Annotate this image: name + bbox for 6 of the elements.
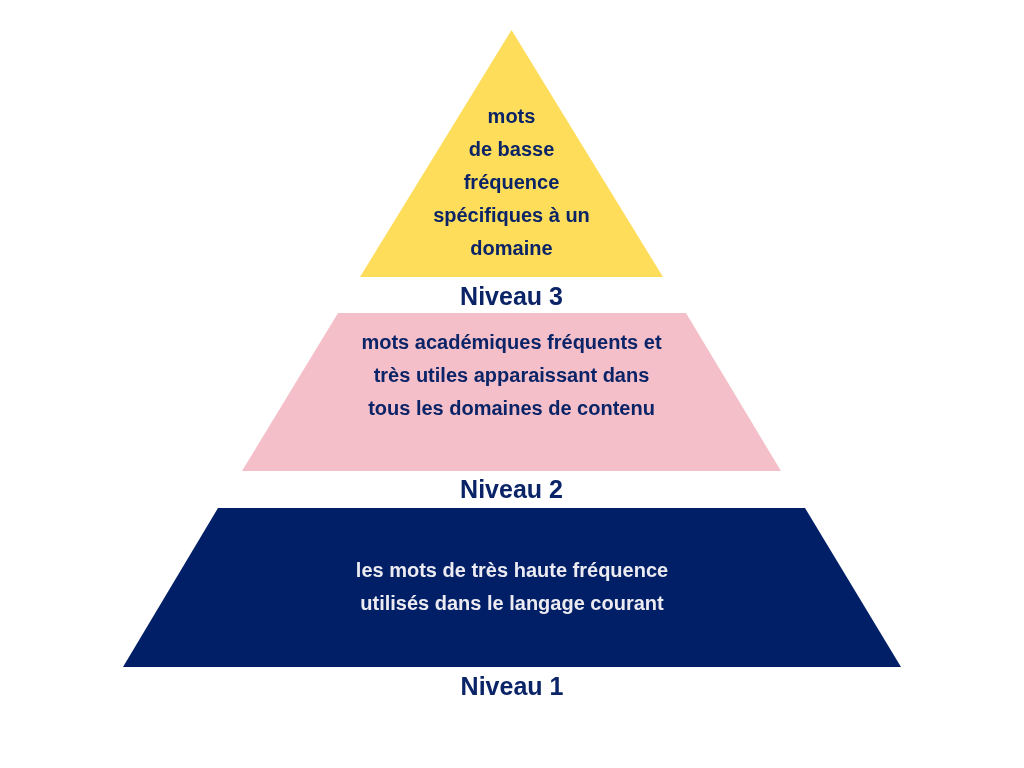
level-label: Niveau 1 — [460, 672, 564, 700]
tier-description: mots de basse fréquence spécifiques à un domaine — [433, 105, 590, 259]
tier-description: les mots de très haute fréquence utilisés dans le langage courant — [355, 559, 669, 614]
tier-description: mots académiques fréquents et très utiles apparaissant dans tous les domaines de contenu — [361, 331, 662, 419]
level-label: Niveau 3 — [460, 282, 563, 310]
level-label: Niveau 2 — [460, 475, 563, 503]
